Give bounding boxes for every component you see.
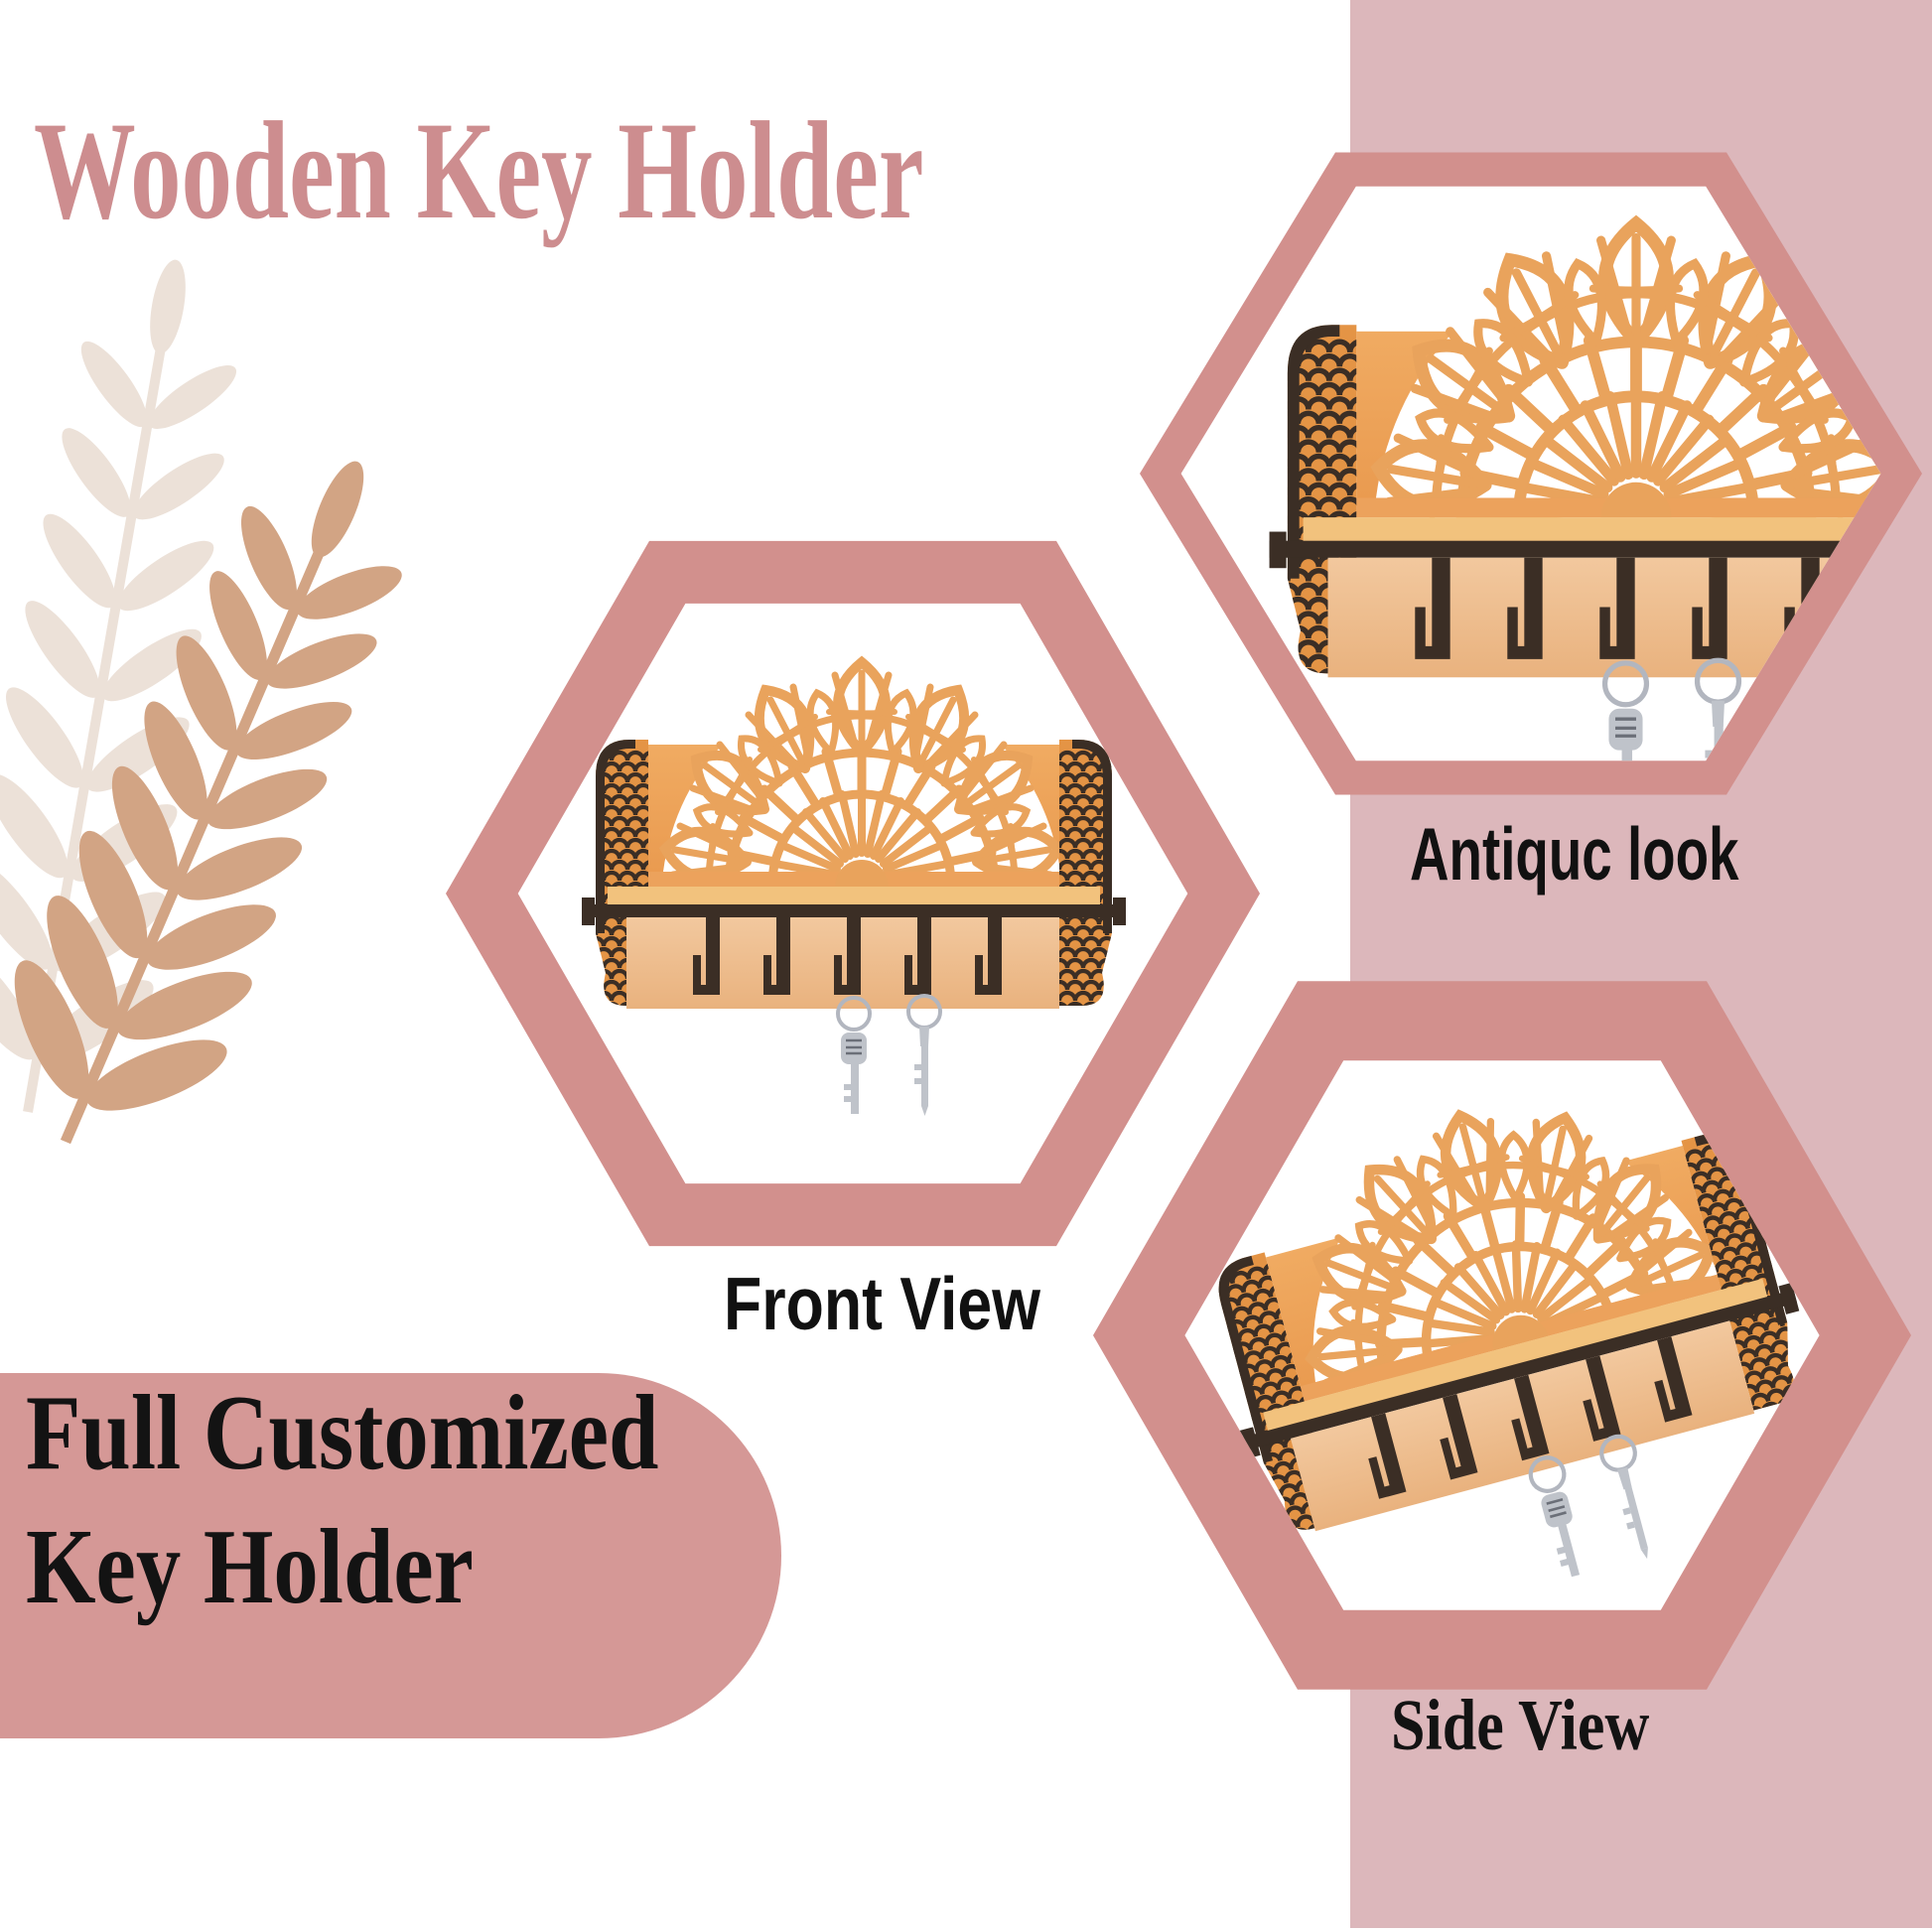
svg-text:Front View: Front View	[724, 1262, 1040, 1346]
svg-text:Key Holder: Key Holder	[26, 1507, 474, 1626]
svg-text:Side View: Side View	[1391, 1685, 1649, 1765]
svg-text:Antiquc look: Antiquc look	[1410, 813, 1739, 896]
svg-text:Wooden Key Holder: Wooden Key Holder	[34, 92, 923, 248]
svg-text:Full Customized: Full Customized	[26, 1373, 658, 1492]
